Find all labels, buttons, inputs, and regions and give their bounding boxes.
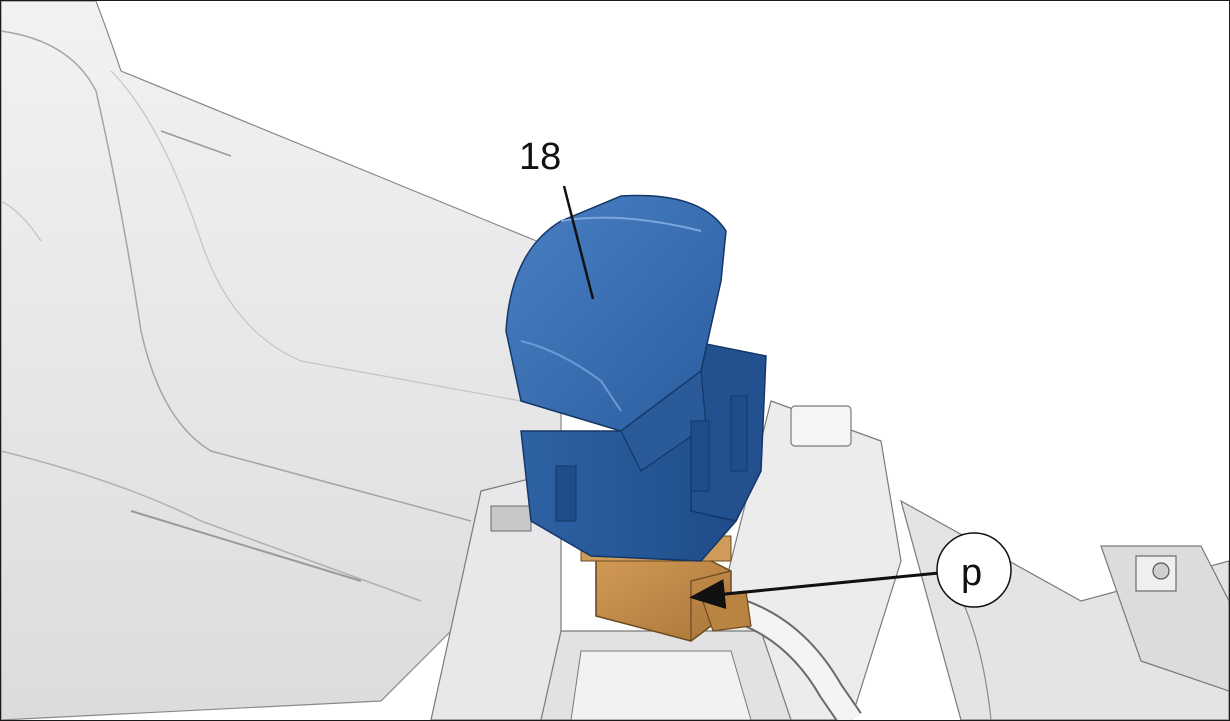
- callout-p-circle: [936, 532, 1012, 608]
- callout-p-arrow: [689, 571, 940, 609]
- callout-p-label: p: [961, 552, 982, 594]
- switch-18: [505, 194, 767, 562]
- callout-18-label: 18: [519, 136, 561, 178]
- cable-channel: [430, 470, 792, 720]
- callout-18-leader: [562, 185, 595, 300]
